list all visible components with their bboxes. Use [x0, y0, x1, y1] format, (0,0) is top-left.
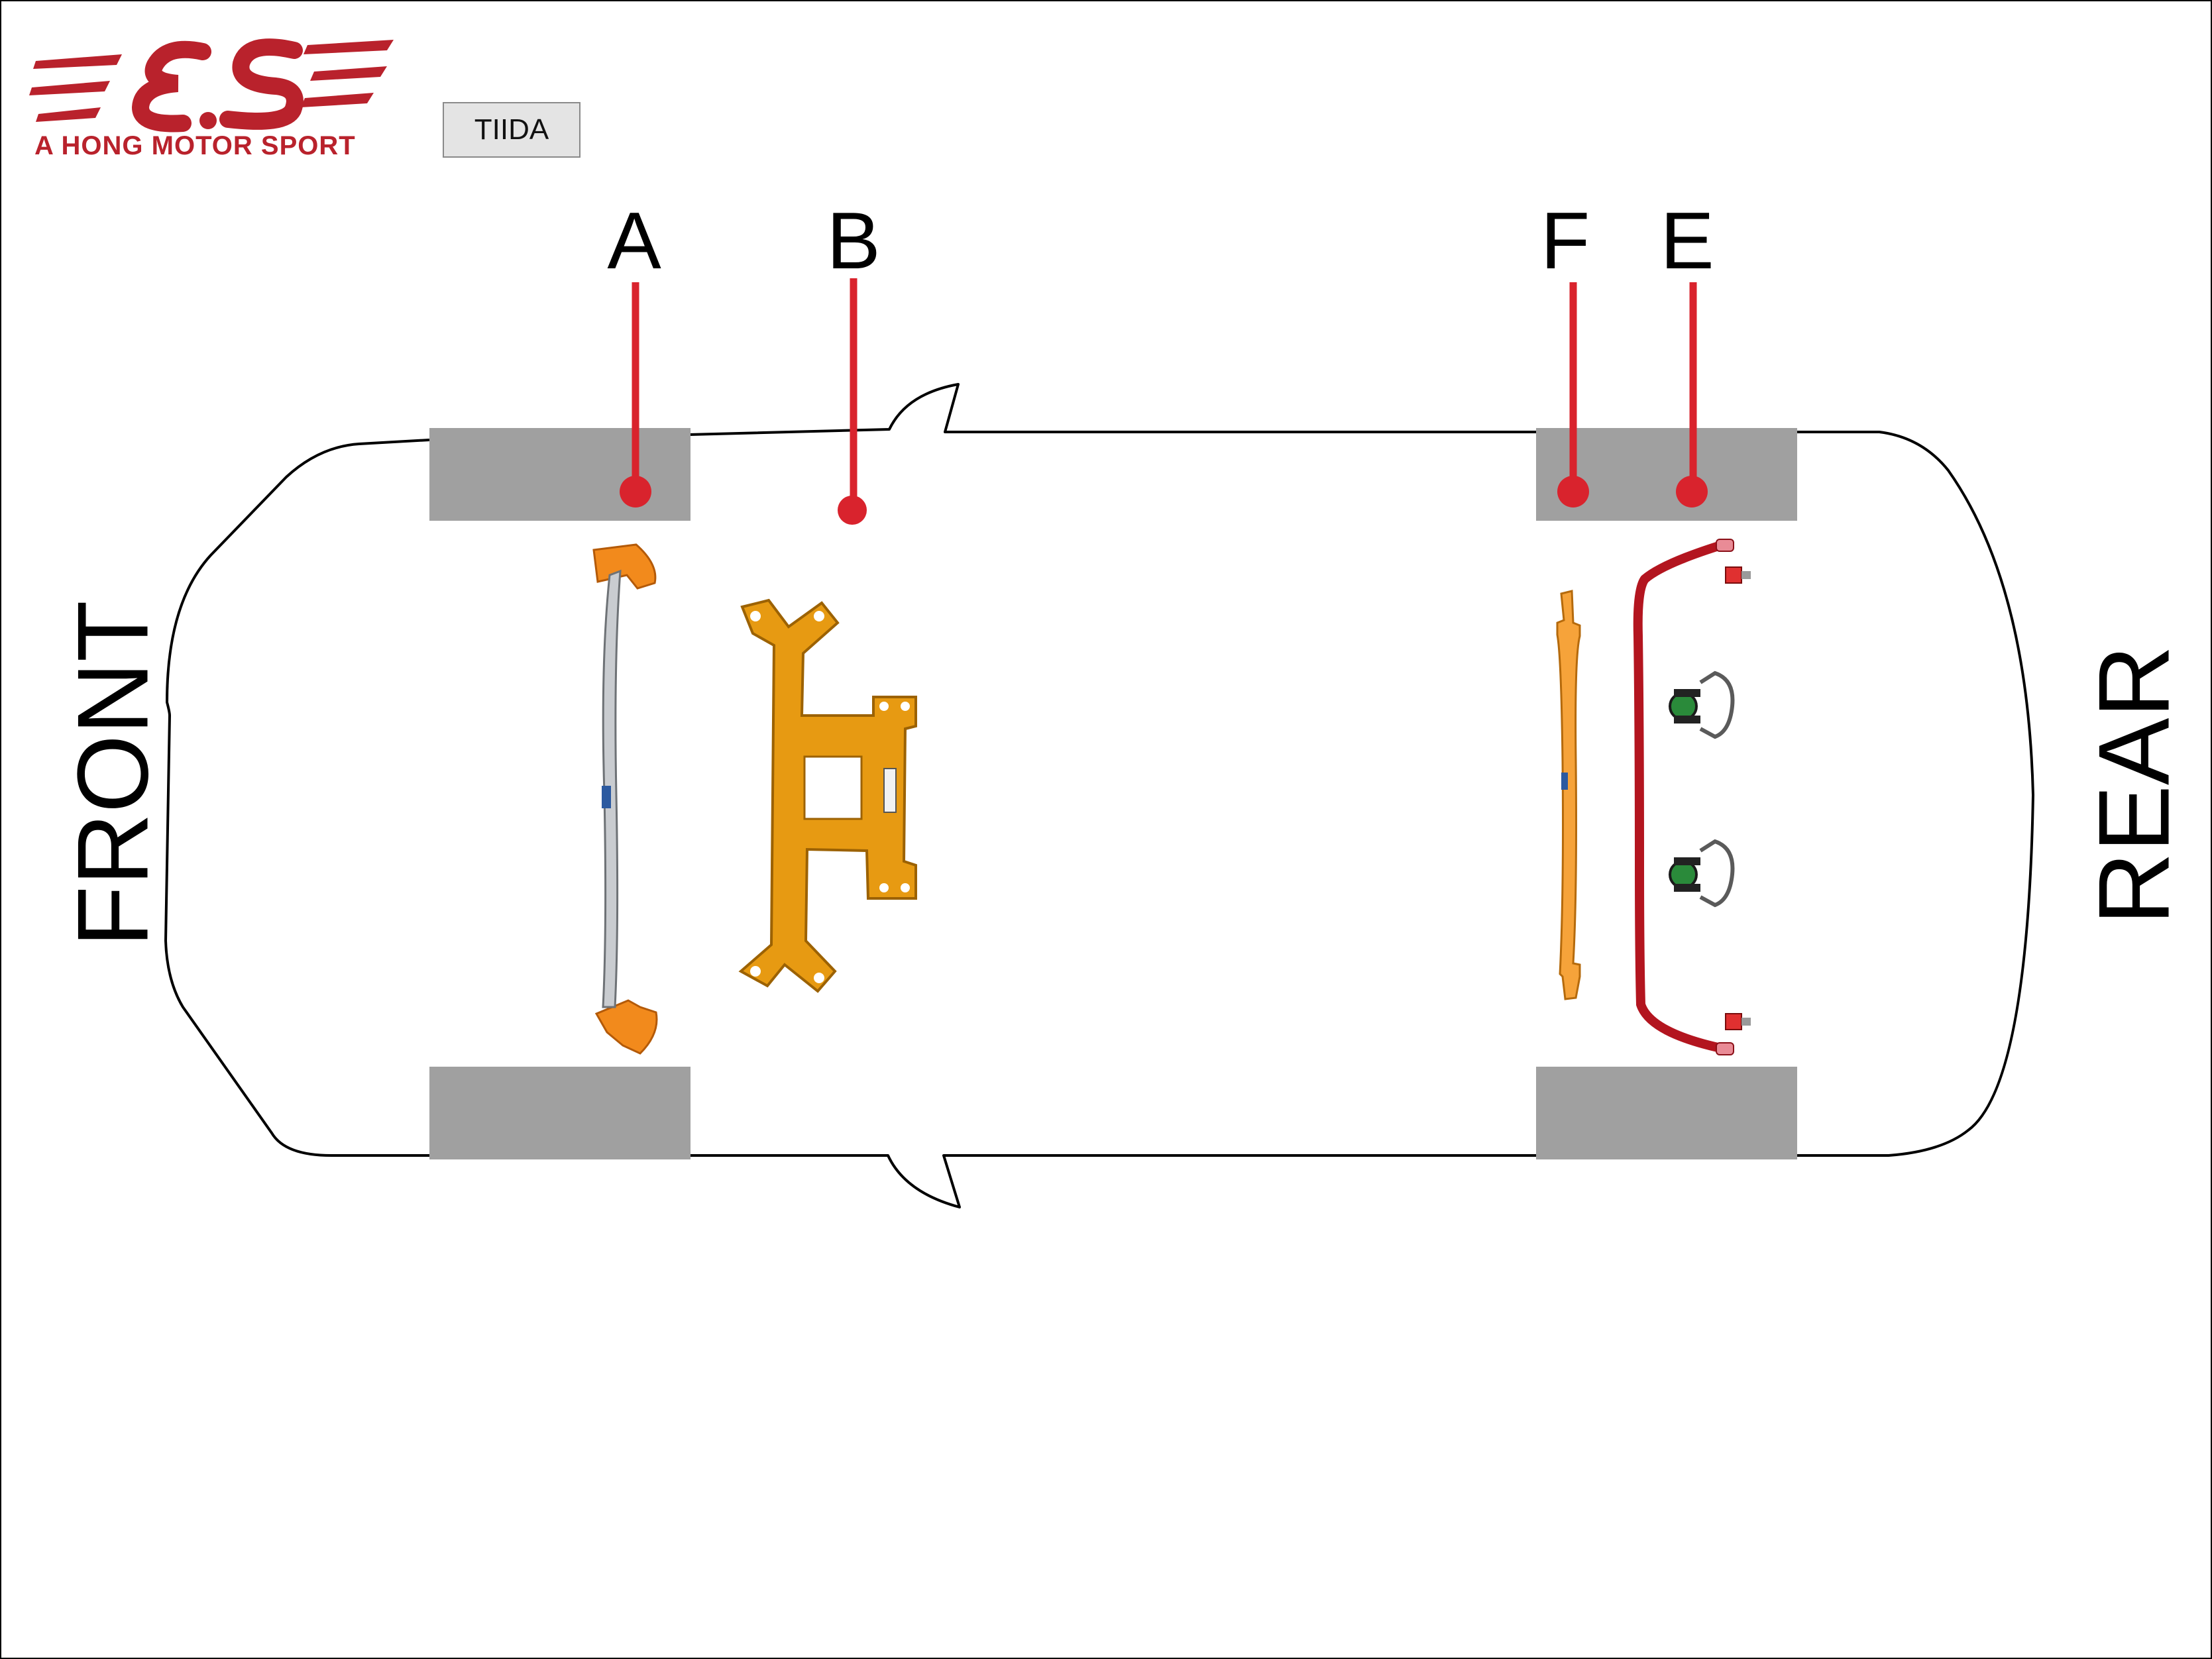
brand-tagline: A HONG MOTOR SPORT — [34, 131, 356, 160]
marker-f-pin[interactable] — [1557, 282, 1589, 508]
marker-e-pin[interactable] — [1676, 282, 1708, 508]
part-e-rear-sway-bar[interactable] — [1633, 539, 1751, 1055]
part-b-front-h-brace[interactable] — [738, 598, 917, 993]
marker-b-pin[interactable] — [838, 278, 867, 525]
part-f-rear-strut-bar[interactable] — [1556, 590, 1581, 1000]
marker-f-label[interactable]: F — [1540, 195, 1590, 286]
rear-right-wheel — [1536, 1067, 1797, 1159]
front-right-wheel — [429, 1067, 691, 1159]
part-a-front-strut-bar[interactable] — [592, 543, 658, 1055]
front-left-wheel — [429, 428, 691, 521]
marker-a-label[interactable]: A — [607, 195, 661, 286]
marker-b-label[interactable]: B — [826, 195, 881, 286]
brand-logo — [29, 38, 394, 133]
marker-e-label[interactable]: E — [1660, 195, 1714, 286]
car-body-outline — [164, 383, 2034, 1208]
model-button-tiida[interactable]: TIIDA — [443, 102, 581, 158]
marker-a-pin[interactable] — [620, 282, 651, 508]
